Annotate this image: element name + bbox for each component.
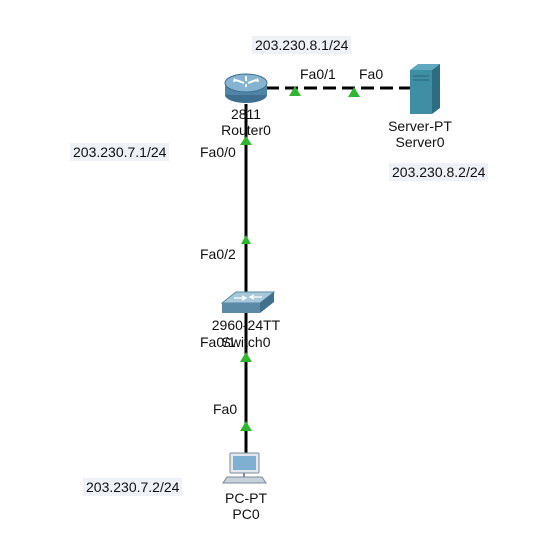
switch-model-label: 2960-24TT (211, 317, 281, 333)
pc-icon[interactable] (222, 452, 267, 484)
link-up-indicator (240, 136, 252, 145)
switch-name-label: Switch0 (221, 334, 271, 350)
pc-name-label: PC0 (232, 506, 260, 522)
pc-ip-label: 203.230.7.2/24 (83, 478, 183, 496)
link-up-indicator (241, 235, 251, 244)
switch-fa01-port-label: Fa0/1 (200, 334, 236, 350)
router-fa00-ip-label: 203.230.7.1/24 (70, 143, 170, 161)
switch-fa02-port-label: Fa0/2 (200, 246, 236, 262)
router-name-label: Router0 (221, 122, 271, 138)
router-fa01-port-label: Fa0/1 (300, 66, 336, 82)
pc-model-label: PC-PT (225, 490, 267, 506)
server-name-label: Server0 (395, 134, 445, 150)
link-up-indicator (240, 352, 252, 362)
server-fa0-port-label: Fa0 (359, 66, 384, 82)
pc-fa0-port-label: Fa0 (213, 401, 238, 417)
router-fa00-port-label: Fa0/0 (200, 144, 236, 160)
link-up-indicator (240, 421, 252, 431)
link-up-indicator (348, 87, 360, 97)
link-up-indicator (289, 86, 301, 96)
server-model-label: Server-PT (388, 118, 452, 134)
server-ip-label: 203.230.8.2/24 (389, 163, 489, 181)
switch-icon[interactable] (220, 291, 276, 313)
server-icon[interactable] (410, 64, 440, 114)
router-fa01-ip-label: 203.230.8.1/24 (252, 36, 352, 54)
router-icon[interactable] (224, 73, 268, 103)
router-model-label: 2811 (230, 106, 262, 122)
